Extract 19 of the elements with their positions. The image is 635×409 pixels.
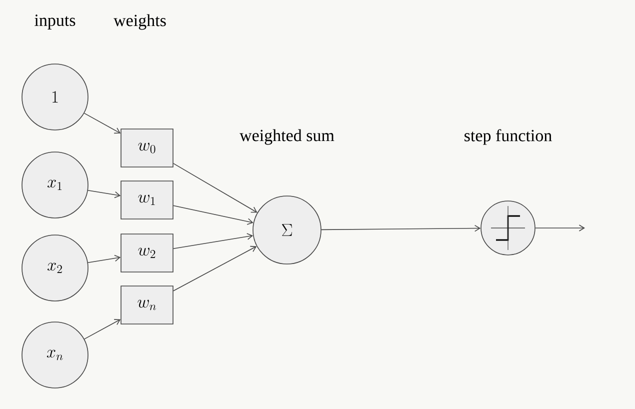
arrow [173,233,254,250]
arrow [88,254,121,264]
arrow [173,205,254,225]
stage-label: step function [464,129,552,145]
column-heading: weights [114,14,166,30]
weight-box: $w_{n}$ [120,286,174,324]
arrow [84,319,121,340]
arrow [321,224,481,232]
arrow [84,112,121,134]
weight-box: $w_{0}$ [120,128,174,168]
arrow [173,163,258,213]
arrow [535,224,585,232]
arrow [88,190,121,198]
weight-box: $w_{2}$ [120,234,174,272]
arrow [173,246,257,292]
stage-label: weighted sum [240,129,334,145]
column-heading: inputs [34,14,76,30]
weight-box: $w_{1}$ [120,180,174,220]
step-function-circle [480,200,536,256]
